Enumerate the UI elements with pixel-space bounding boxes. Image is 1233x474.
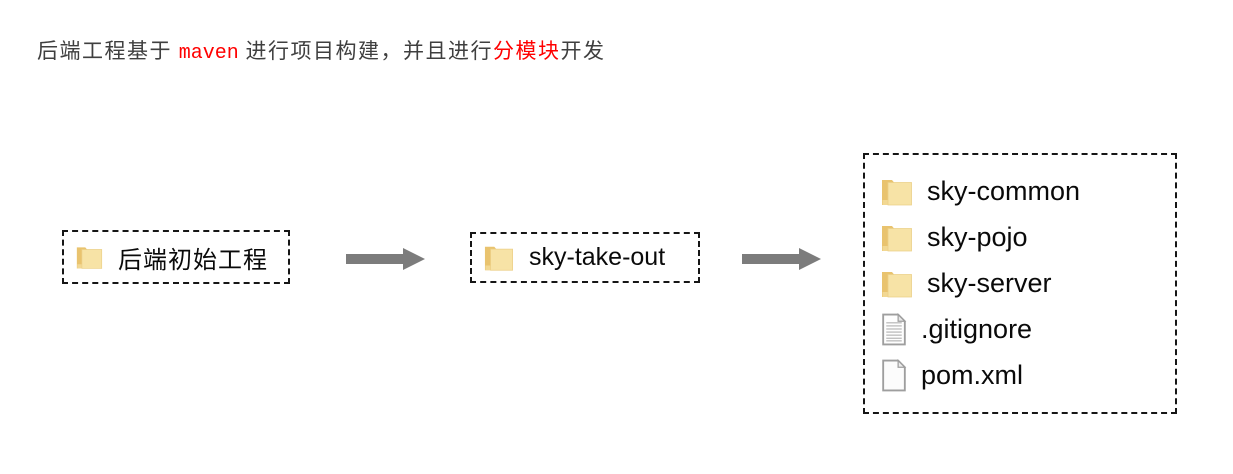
node-label: sky-take-out xyxy=(529,243,666,271)
list-item: sky-server xyxy=(880,261,1052,307)
folder-icon xyxy=(881,271,912,297)
folder-icon xyxy=(484,245,513,271)
node-module-list: sky-common sky-pojo sky-server .gitignor… xyxy=(863,153,1177,414)
caption-text-3: 开发 xyxy=(560,39,606,63)
flow-arrow-icon xyxy=(742,248,821,270)
caption: 后端工程基于 maven 进行项目构建，并且进行分模块开发 xyxy=(37,36,606,69)
list-item: sky-common xyxy=(880,169,1080,215)
list-item: sky-pojo xyxy=(880,215,1028,261)
folder-icon xyxy=(76,246,103,269)
module-label: pom.xml xyxy=(921,360,1024,390)
caption-module-highlight: 分模块 xyxy=(493,39,561,63)
list-item: .gitignore xyxy=(880,307,1032,353)
text-file-icon xyxy=(882,313,906,346)
module-label: sky-server xyxy=(927,268,1052,298)
blank-file-icon xyxy=(882,359,906,392)
folder-icon xyxy=(881,225,912,251)
node-sky-take-out: sky-take-out xyxy=(470,232,700,283)
list-item: pom.xml xyxy=(880,353,1023,399)
node-backend-initial-project: 后端初始工程 xyxy=(62,230,290,284)
caption-text-2: 进行项目构建，并且进行 xyxy=(238,39,494,63)
module-label: sky-pojo xyxy=(927,222,1028,252)
flow-arrow-icon xyxy=(346,248,425,270)
caption-text-1: 后端工程基于 xyxy=(37,39,179,63)
module-label: sky-common xyxy=(927,176,1081,206)
folder-icon xyxy=(881,179,912,205)
module-label: .gitignore xyxy=(921,314,1033,344)
caption-maven-highlight: maven xyxy=(178,42,239,65)
node-label: 后端初始工程 xyxy=(118,246,268,274)
